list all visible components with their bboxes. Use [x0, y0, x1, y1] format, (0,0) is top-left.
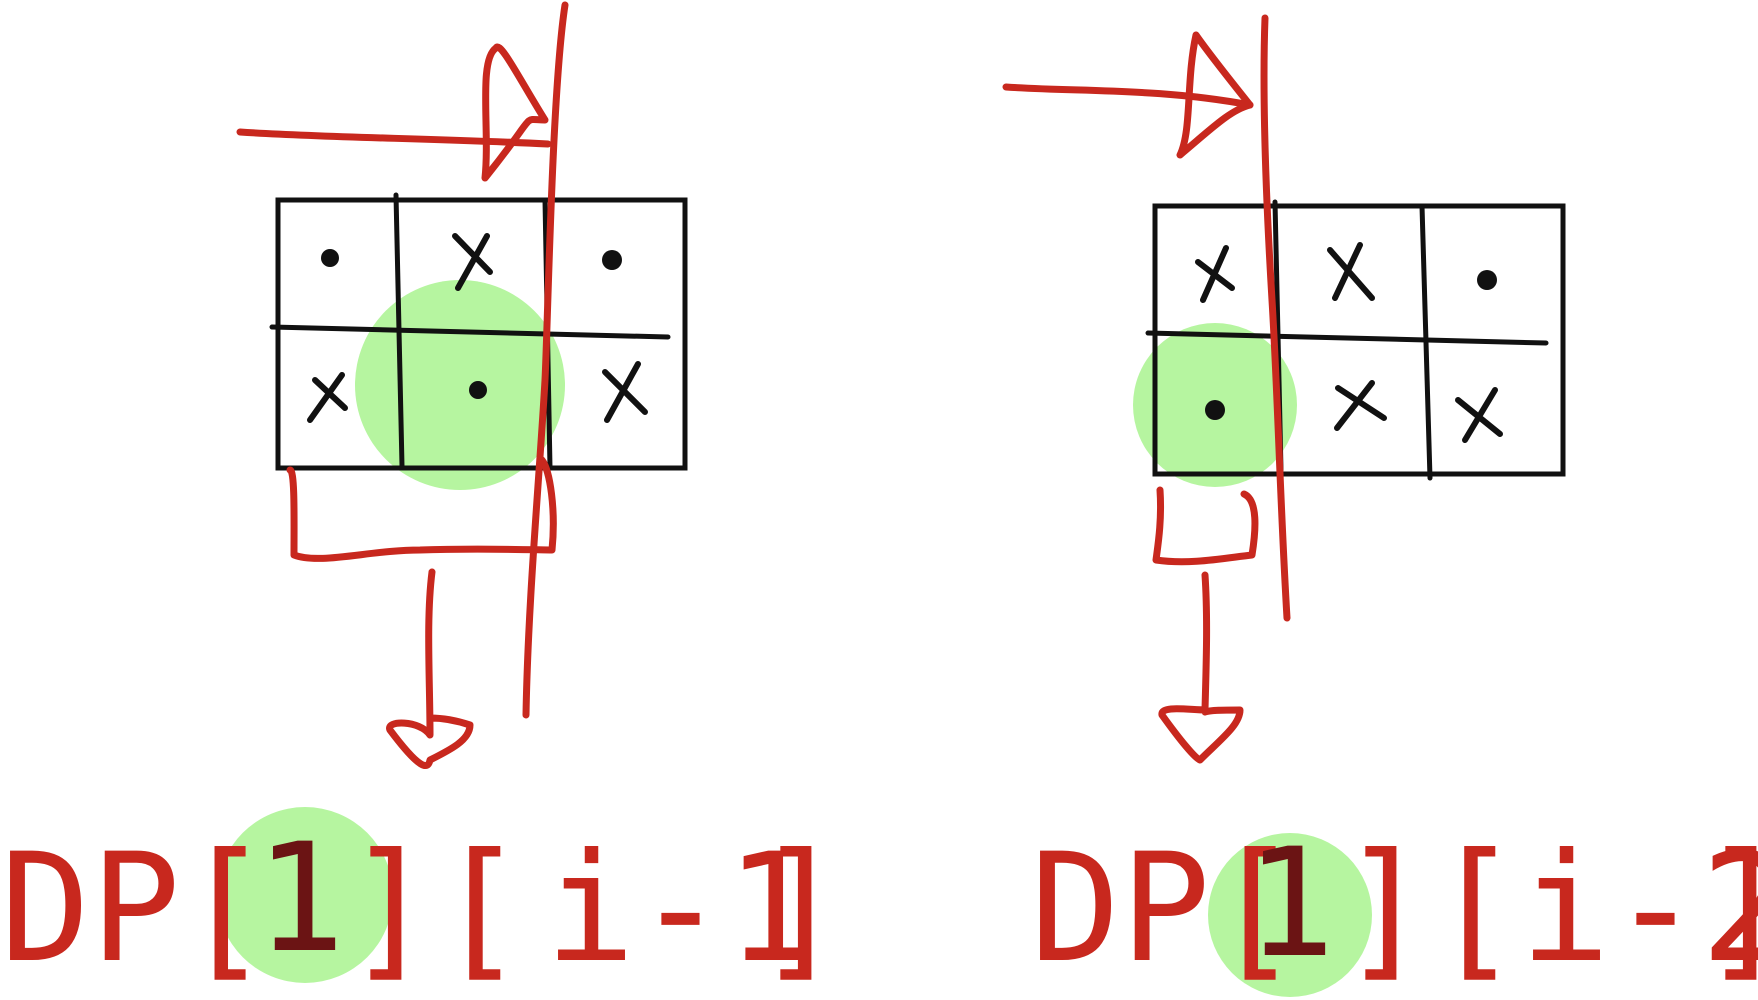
left-formula-prefix: DP[ [0, 822, 271, 996]
left-cell-0-2 [602, 250, 622, 270]
right-arrows [1002, 14, 1291, 764]
left-cell-1-2 [602, 361, 648, 423]
left-grid [269, 192, 688, 471]
right-formula: DP[ 1 ][ i-2 ] [1030, 817, 1758, 997]
left-formula-mid: ][ [345, 822, 526, 996]
right-cell-1-0 [1205, 400, 1225, 420]
right-formula-highlight [1208, 833, 1372, 997]
right-diagram [1002, 14, 1566, 764]
right-formula-suffix: ] [1700, 822, 1758, 996]
left-formula-index: 1 [255, 812, 345, 986]
left-cell-1-1 [469, 381, 487, 399]
right-formula-mid: ][ [1340, 822, 1521, 996]
right-cell-1-1 [1334, 380, 1387, 431]
left-formula-var: i-1 [545, 822, 816, 996]
right-cell-1-2 [1455, 387, 1503, 443]
left-cell-0-1 [452, 233, 493, 291]
left-formula: DP[ 1 ][ i-1 ] [0, 807, 845, 996]
left-formula-suffix: ] [755, 822, 845, 996]
right-cell-0-1 [1327, 242, 1375, 301]
left-diagram [236, 1, 688, 769]
right-cell-0-0 [1195, 245, 1235, 303]
left-arrows [236, 1, 569, 769]
left-highlight [355, 280, 565, 490]
left-cell-0-0 [321, 249, 339, 267]
left-formula-highlight [217, 807, 393, 983]
right-formula-index: 1 [1245, 817, 1335, 991]
right-formula-var: i-2 [1520, 822, 1758, 996]
left-cell-1-0 [307, 372, 348, 423]
right-formula-prefix: DP[ [1030, 822, 1301, 996]
right-cell-0-2 [1477, 270, 1497, 290]
